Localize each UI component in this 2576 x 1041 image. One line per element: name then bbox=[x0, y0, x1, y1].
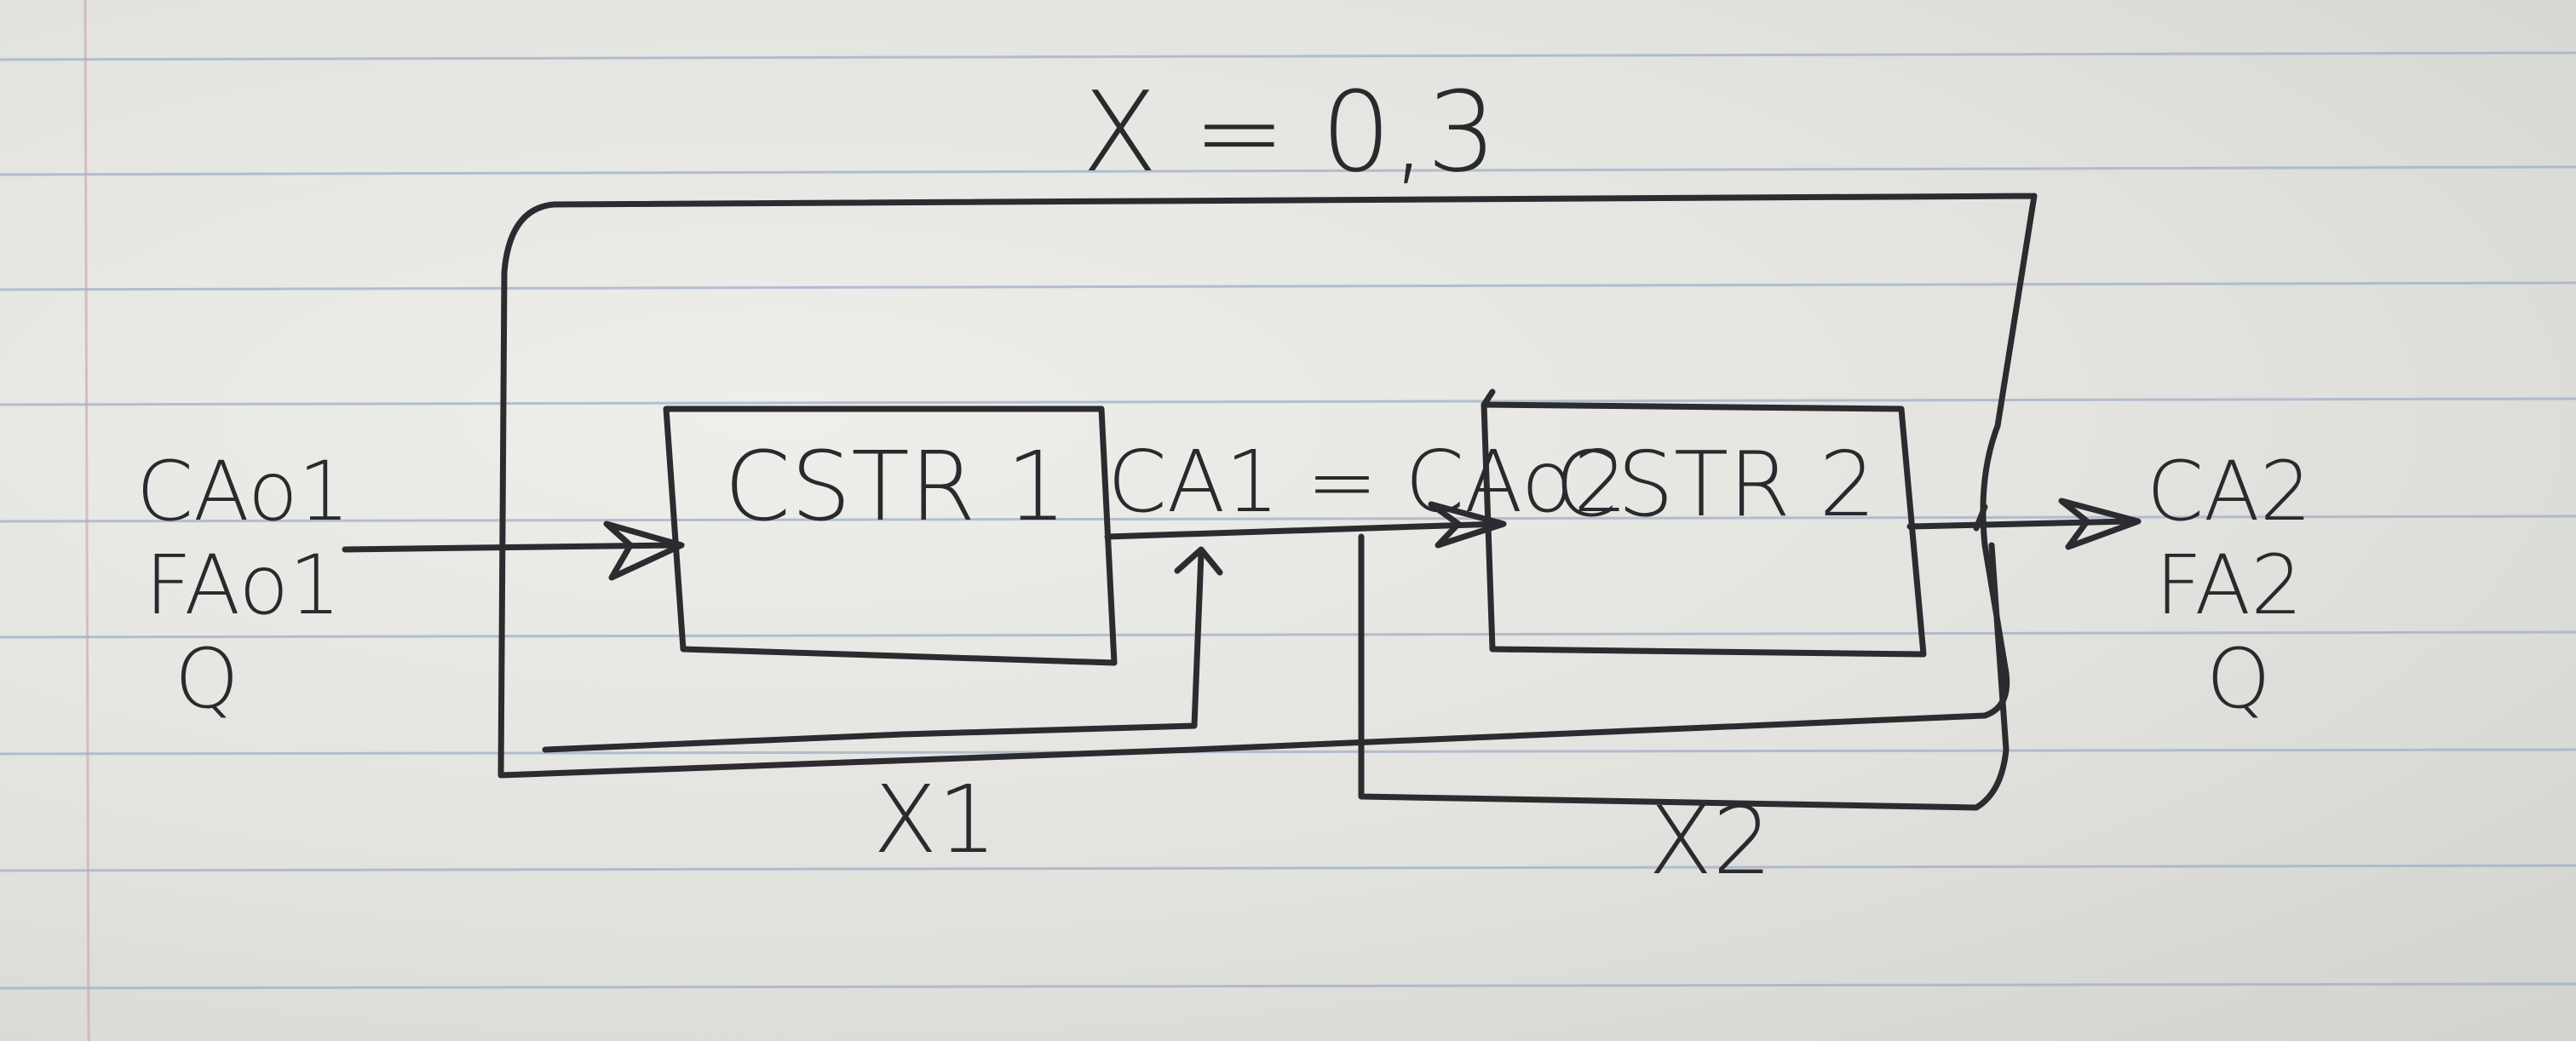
overall-conversion-label: X = 0,3 bbox=[1082, 67, 1497, 197]
recycle1-conversion-label: X1 bbox=[873, 765, 997, 874]
recycle2-conversion-label: X2 bbox=[1648, 786, 1772, 895]
inlet-volumetric-flow-label: Q bbox=[175, 631, 239, 727]
recycle1-arrow-icon bbox=[1174, 546, 1223, 576]
cstr1-label: CSTR 1 bbox=[724, 432, 1067, 543]
intermediate-stream-label: CA1 = CAo2 bbox=[1107, 432, 1628, 532]
inlet-stream-line bbox=[342, 542, 676, 553]
outlet-stream-line bbox=[1906, 518, 2133, 530]
inlet-concentration-label: CAo1 bbox=[136, 444, 350, 539]
outlet-volumetric-flow-label: Q bbox=[2206, 631, 2271, 727]
ruled-lines bbox=[0, 51, 2576, 990]
outlet-arrow-icon bbox=[2058, 497, 2142, 550]
recycle2-line bbox=[1358, 533, 2010, 811]
inlet-arrow-icon bbox=[603, 520, 685, 581]
margin-line bbox=[83, 0, 90, 1041]
outlet-molar-flow-label: FA2 bbox=[2155, 538, 2303, 633]
intermediate-arrow-icon bbox=[1428, 501, 1507, 549]
cstr2-label: CSTR 2 bbox=[1555, 433, 1876, 537]
outlet-concentration-label: CA2 bbox=[2147, 444, 2312, 539]
recycle1-line bbox=[542, 550, 1205, 753]
inlet-molar-flow-label: FAo1 bbox=[145, 538, 341, 633]
cstr1-box bbox=[663, 405, 1118, 666]
intermediate-stream-line bbox=[1104, 520, 1503, 540]
cstr2-box-corner-tick bbox=[1481, 388, 1496, 408]
cstr2-box bbox=[1481, 401, 1927, 658]
